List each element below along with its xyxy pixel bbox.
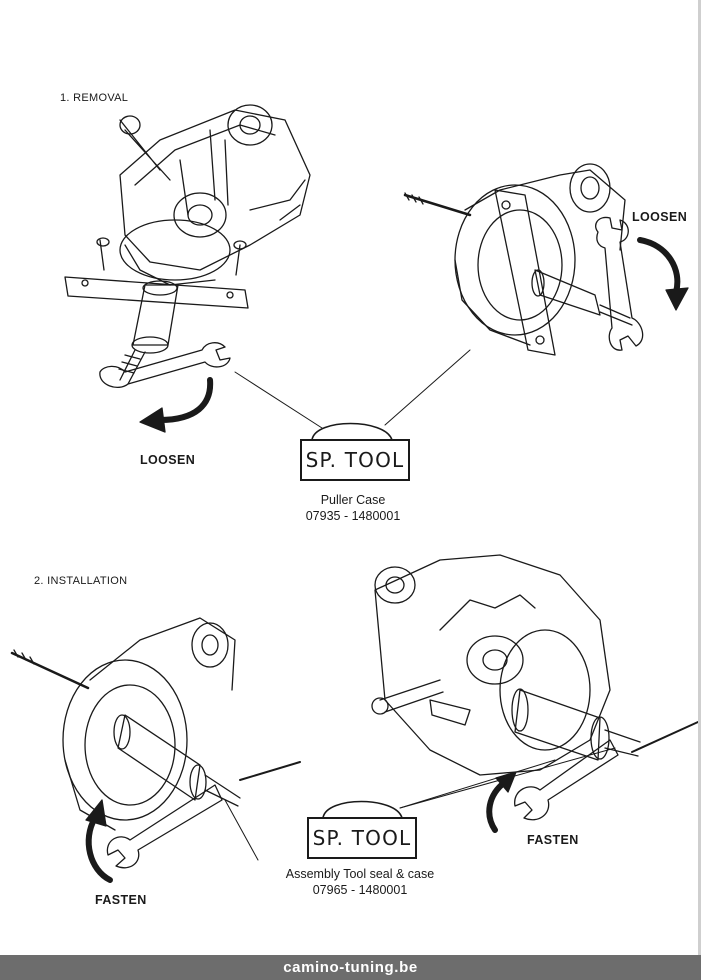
wrench-icon-installation-right: [514, 739, 619, 821]
removal-engine-drawing-right: [403, 163, 633, 356]
installation-tool-number: 07965 - 1480001: [312, 883, 408, 897]
removal-engine-drawing-left: [64, 104, 311, 385]
installation-engine-drawing-left: [10, 617, 301, 831]
removal-tool-number: 07935 - 1480001: [305, 509, 401, 523]
watermark: camino-tuning.be: [283, 959, 418, 976]
footer-bar: [0, 955, 701, 980]
wrench-icon-installation-left: [106, 784, 223, 869]
rotation-arrow-icon-installation-right: [486, 771, 517, 833]
installation-tool-name: Assembly Tool seal & case: [285, 867, 435, 881]
installation-engine-drawing-right: [371, 554, 699, 776]
wrench-icon-removal-right: [595, 216, 644, 351]
rotation-arrow-icon-removal-right: [637, 237, 689, 311]
loosen-label-right: LOOSEN: [632, 210, 688, 224]
special-tool-badge-installation: SP. TOOL: [307, 817, 417, 859]
fasten-label-right: FASTEN: [527, 833, 579, 847]
installation-heading: 2. INSTALLATION: [34, 575, 128, 587]
special-tool-badge-removal: SP. TOOL: [300, 439, 410, 481]
installation-tool-caption: Assembly Tool seal & case 07965 - 148000…: [250, 866, 470, 898]
page-edge-shadow: [698, 0, 701, 980]
loosen-label-left: LOOSEN: [140, 453, 196, 467]
rotation-arrow-icon-removal-left: [139, 377, 214, 433]
removal-tool-caption: Puller Case 07935 - 1480001: [268, 492, 438, 524]
rotation-arrow-icon-installation-left: [85, 799, 113, 883]
removal-tool-name: Puller Case: [320, 493, 386, 507]
wrench-icon-removal-left: [99, 342, 231, 388]
removal-heading: 1. REMOVAL: [60, 92, 129, 104]
fasten-label-left: FASTEN: [95, 893, 147, 907]
